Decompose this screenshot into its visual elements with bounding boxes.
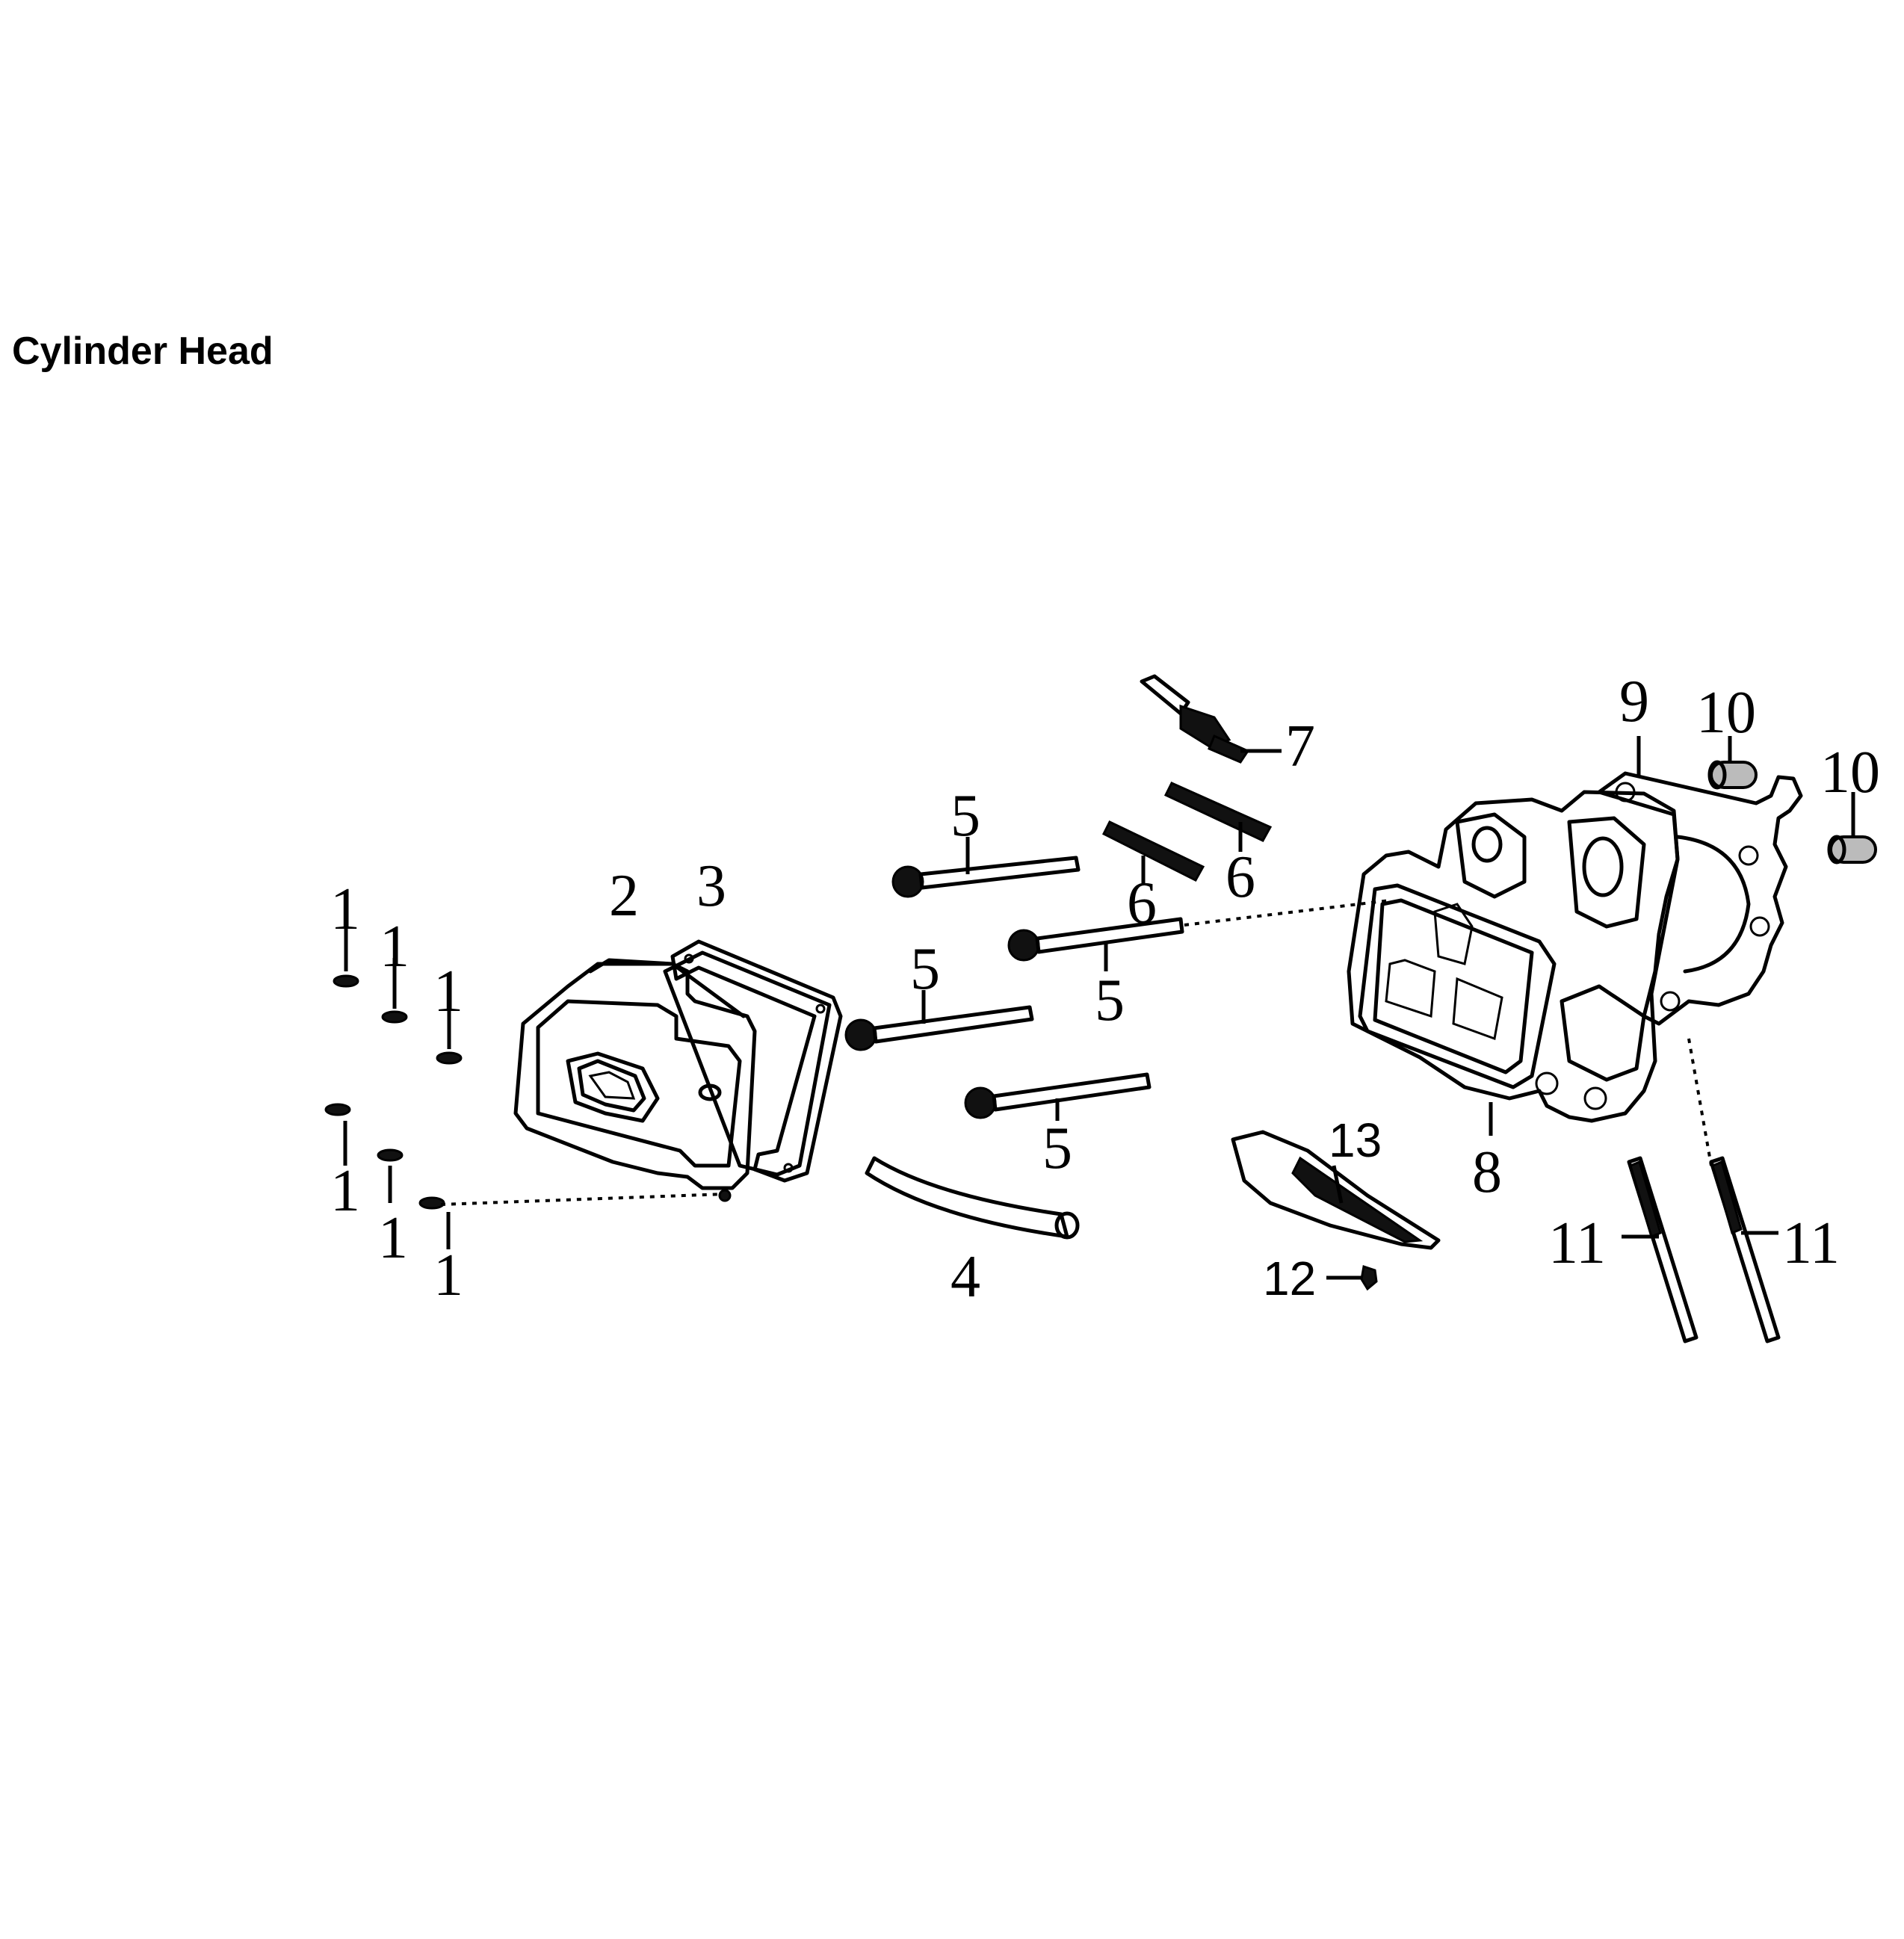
- callout-label-part-10: 10: [1820, 740, 1880, 805]
- dowel-pin-part-10: [1827, 792, 1877, 865]
- callout-label-part-4: 4: [951, 1244, 980, 1310]
- stud-part-6: [1163, 782, 1273, 852]
- screw-part-1: [381, 958, 408, 1024]
- bolt-part-5: [844, 990, 1034, 1051]
- cylinder-head-part-8: [1347, 790, 1680, 1136]
- callout-label-part-1: 1: [378, 1205, 408, 1271]
- callout-label-part-3: 3: [696, 853, 726, 919]
- callout-label-part-10: 10: [1696, 680, 1756, 746]
- valve-cover-part-2: [513, 958, 757, 1202]
- bolt-part-5: [1007, 917, 1184, 971]
- alignment-line: [440, 1193, 726, 1206]
- screw-part-1: [436, 1009, 463, 1065]
- callout-label-part-1: 1: [433, 959, 463, 1024]
- callout-label-part-6: 6: [1127, 870, 1157, 936]
- callout-label-part-5: 5: [951, 783, 980, 849]
- callout-label-part-5: 5: [910, 936, 940, 1002]
- callout-label-part-6: 6: [1225, 844, 1255, 910]
- callout-label-part-7: 7: [1285, 714, 1315, 779]
- callout-label-part-1: 1: [380, 914, 409, 980]
- screw-part-1: [324, 1103, 351, 1166]
- breather-tube-part-4: [865, 1156, 1080, 1240]
- callout-label-part-1: 1: [330, 1158, 360, 1224]
- callout-label-part-5: 5: [1095, 968, 1125, 1033]
- screw-group-part-1: [324, 921, 463, 1249]
- head-gasket-part-9: [1597, 736, 1803, 1026]
- callout-label-part-2: 2: [609, 863, 639, 929]
- screw-part-1: [377, 1148, 404, 1203]
- callout-label-part-13: 13: [1329, 1113, 1382, 1167]
- callout-label-part-1: 1: [433, 1243, 463, 1308]
- screw-part-1: [418, 1196, 451, 1249]
- bolt-part-5: [964, 1072, 1152, 1121]
- screw-part-12: [1326, 1265, 1378, 1291]
- callout-label-part-8: 8: [1472, 1139, 1502, 1205]
- screw-part-1: [333, 921, 359, 988]
- alignment-line: [1687, 1038, 1713, 1166]
- callout-label-part-9: 9: [1619, 669, 1649, 735]
- gasket-part-3: [663, 939, 843, 1183]
- page-title: Cylinder Head: [12, 330, 273, 373]
- callout-label-part-12: 12: [1263, 1252, 1316, 1305]
- callout-label-part-1: 1: [330, 876, 360, 942]
- dowel-pin-part-10: [1707, 736, 1758, 790]
- callout-label-part-11: 11: [1782, 1210, 1840, 1276]
- stud-part-11: [1622, 1156, 1699, 1343]
- bolt-part-5: [891, 837, 1081, 898]
- callout-label-part-11: 11: [1548, 1210, 1606, 1276]
- stud-part-6: [1101, 820, 1205, 885]
- plate-part-13: [1231, 1130, 1441, 1250]
- stud-part-11: [1709, 1156, 1781, 1343]
- spark-plug-part-7: [1140, 674, 1282, 764]
- callout-label-part-5: 5: [1042, 1116, 1072, 1181]
- alignment-line: [1184, 899, 1391, 927]
- studs-part-6: [1101, 782, 1273, 885]
- bolts-part-5: [844, 837, 1184, 1121]
